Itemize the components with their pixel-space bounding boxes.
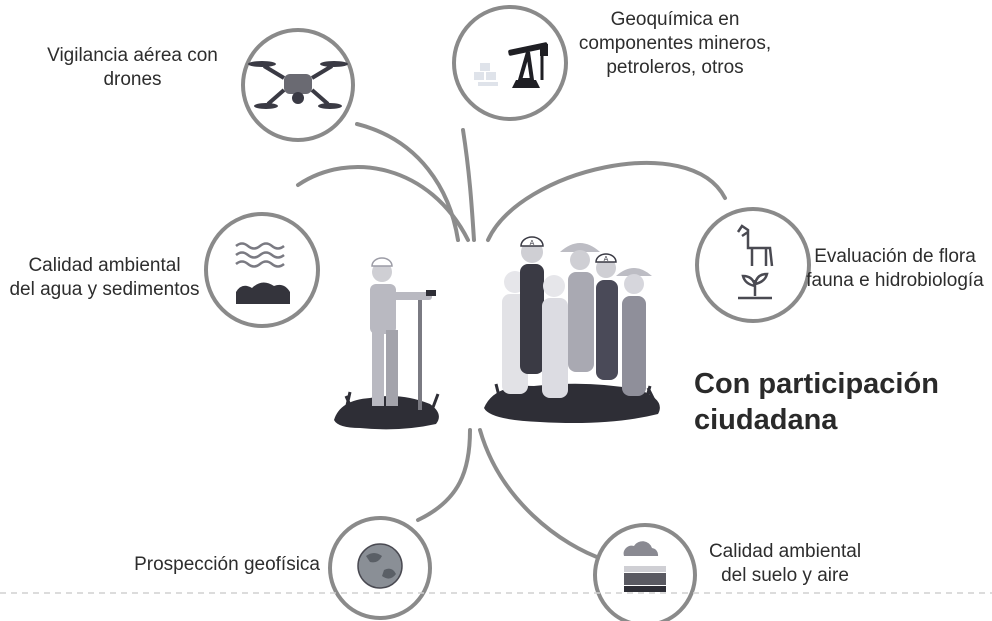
globe-icon	[357, 543, 403, 589]
label-flora-fauna: Evaluación de flora fauna e hidrobiologí…	[806, 246, 984, 291]
group-workers-figure: A A	[484, 236, 660, 423]
connector-geophysics	[416, 428, 472, 522]
center-title: Con participación ciudadana	[694, 368, 939, 436]
label-soil-air: Calidad ambiental del suelo y aire	[708, 541, 862, 586]
llama-plant-icon	[736, 224, 774, 300]
connector-geochemistry	[461, 128, 476, 242]
connector-soil	[478, 428, 607, 562]
connectors	[296, 122, 727, 562]
water-sediment-icon	[235, 242, 290, 304]
label-geophysics: Prospección geofísica	[134, 554, 320, 575]
label-drones: Vigilancia aérea con drones	[47, 45, 218, 90]
node-geochemistry-ring	[452, 5, 568, 121]
cloud-soil-icon	[623, 541, 666, 592]
svg-text:A: A	[530, 240, 535, 247]
node-water-ring	[204, 212, 320, 328]
connector-water	[296, 165, 470, 242]
connector-flora	[486, 160, 727, 242]
connector-drones	[355, 122, 460, 242]
label-water: Calidad ambiental del agua y sedimentos	[9, 255, 200, 300]
label-geochemistry: Geoquímica en componentes mineros, petro…	[578, 9, 772, 78]
oil-pump-icon	[474, 42, 548, 88]
drone-icon	[248, 61, 348, 109]
svg-text:A: A	[604, 256, 609, 263]
single-worker-figure	[334, 257, 440, 430]
